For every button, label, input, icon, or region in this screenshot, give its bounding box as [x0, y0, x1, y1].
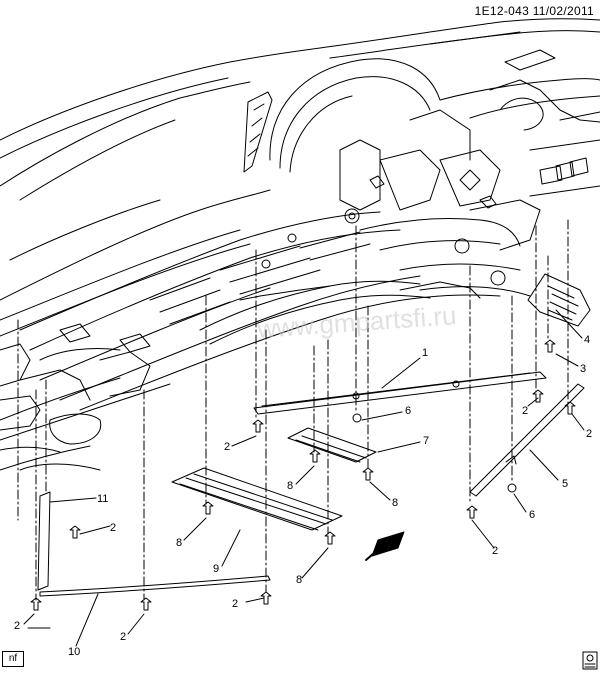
nf-tag: nf: [2, 651, 24, 667]
callout-2: 2: [522, 405, 528, 417]
alignment-lines: [17, 219, 569, 601]
diagram-header: 1E12-043 11/02/2011: [475, 4, 594, 18]
leader-lines: [23, 309, 585, 647]
part-10-rail: [39, 575, 271, 597]
callout-8: 8: [392, 497, 398, 509]
callout-9: 9: [213, 563, 219, 575]
callout-11: 11: [97, 493, 108, 505]
callout-8: 8: [296, 574, 302, 586]
callout-2: 2: [110, 522, 116, 534]
callout-1: 1: [422, 347, 428, 359]
part-1-brace: [253, 371, 547, 415]
part-9-plate: [171, 467, 343, 531]
callout-4: 4: [584, 334, 590, 346]
part-7-plate: [287, 427, 377, 463]
callout-7: 7: [423, 435, 429, 447]
watermark: www.gmpartsfi.ru: [255, 300, 457, 344]
callout-2: 2: [586, 428, 592, 440]
front-arrow-icon: [365, 531, 405, 561]
part-4-plate: [527, 273, 591, 327]
front-arrow-label: FRT: [381, 533, 403, 549]
callout-2: 2: [232, 598, 238, 610]
callout-10: 10: [68, 646, 80, 658]
part-5-brace: [469, 383, 585, 497]
fasteners: [30, 339, 576, 611]
booklet-symbol-icon: [582, 651, 598, 670]
callout-6: 6: [529, 509, 535, 521]
callout-2: 2: [14, 620, 20, 632]
underbody-floor-pan: [0, 109, 541, 471]
callout-5: 5: [562, 478, 568, 490]
vehicle-body: [0, 18, 600, 337]
callout-8: 8: [176, 537, 182, 549]
callout-2: 2: [224, 441, 230, 453]
callout-3: 3: [580, 363, 586, 375]
diagram-code: 1E12-043: [474, 4, 530, 18]
callout-2: 2: [492, 545, 498, 557]
callout-6: 6: [405, 405, 411, 417]
part-11-seal: [37, 491, 51, 591]
callout-2: 2: [120, 631, 126, 643]
callout-8: 8: [287, 480, 293, 492]
diagram-date: 11/02/2011: [532, 4, 594, 18]
